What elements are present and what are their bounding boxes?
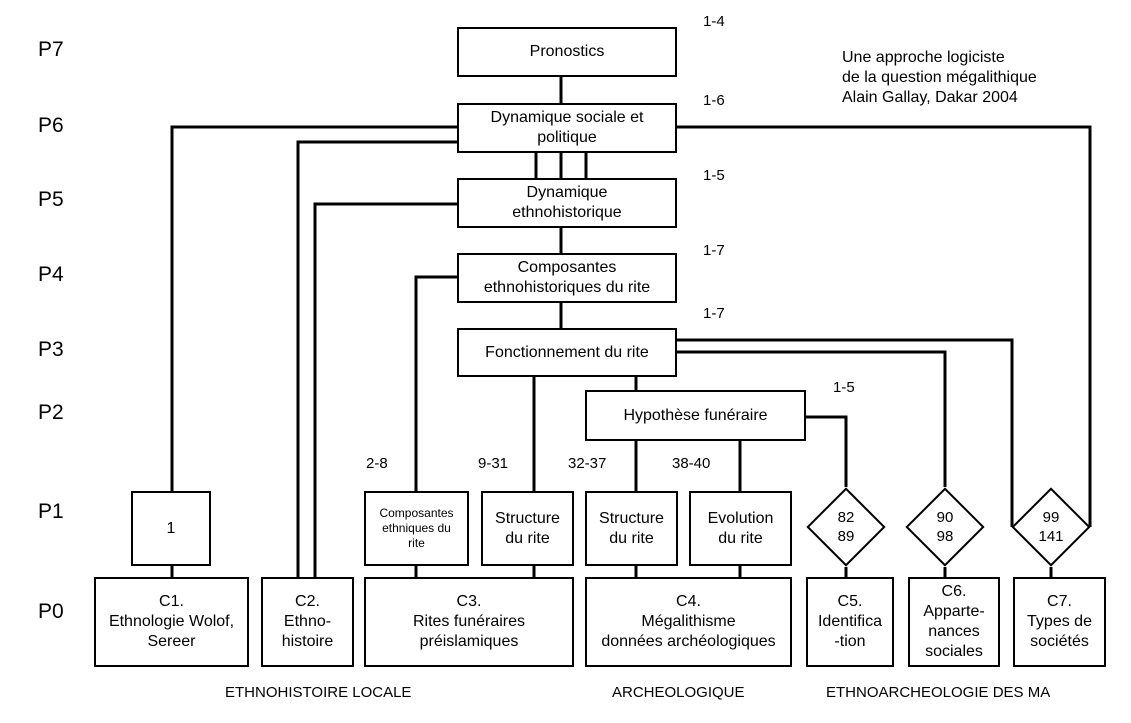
box-pronostics: Pronostics	[457, 27, 677, 77]
box-c3: C3. Rites funéraires préislamiques	[364, 577, 574, 667]
box-hypothese-funeraire: Hypothèse funéraire	[585, 390, 806, 441]
range-label-structure-c3: 9-31	[478, 455, 509, 472]
box-c4: C4. Mégalithisme données archéologiques	[585, 577, 792, 667]
level-label-p3: P3	[38, 338, 64, 361]
range-label-composantes: 2-8	[366, 455, 388, 472]
box-composantes-ethniques: Composantes ethniques du rite	[364, 491, 469, 566]
author-credit: Une approche logiciste de la question mé…	[842, 49, 1037, 106]
range-label-p7: 1-4	[703, 13, 725, 30]
range-label-structure-c4: 32-37	[568, 455, 607, 472]
level-label-p4: P4	[38, 263, 64, 286]
footer-ethnohistoire: ETHNOHISTOIRE LOCALE	[225, 684, 412, 701]
box-structure-rite-c4: Structure du rite	[585, 491, 678, 566]
box-composantes-ethnohistoriques: Composantes ethnohistoriques du rite	[457, 253, 677, 303]
box-c5: C5. Identifica -tion	[806, 577, 894, 667]
box-evolution-rite: Evolution du rite	[689, 491, 792, 566]
range-label-p2: 1-5	[833, 379, 855, 396]
box-fonctionnement: Fonctionnement du rite	[457, 328, 677, 377]
diamond-c7-label: 99 141	[1038, 509, 1064, 545]
level-label-p0: P0	[38, 600, 64, 623]
footer-archeologique: ARCHEOLOGIQUE	[612, 684, 745, 701]
range-label-p3: 1-7	[703, 305, 725, 322]
footer-ethnoarcheologie: ETHNOARCHEOLOGIE DES MA	[826, 684, 1051, 701]
box-c7: C7. Types de sociétés	[1013, 577, 1106, 667]
box-c6: C6. Apparte- nances sociales	[908, 577, 1000, 667]
range-label-p5: 1-5	[703, 167, 725, 184]
level-label-p6: P6	[38, 114, 64, 137]
level-label-p7: P7	[38, 38, 64, 61]
range-label-p4: 1-7	[703, 242, 725, 259]
level-label-p1: P1	[38, 500, 64, 523]
box-c2: C2. Ethno- histoire	[261, 577, 354, 667]
diamond-c5-label: 82 89	[837, 509, 855, 545]
box-structure-rite-c3: Structure du rite	[481, 491, 574, 566]
box-p1-one: 1	[131, 491, 211, 566]
level-label-p2: P2	[38, 401, 64, 424]
box-c1: C1. Ethnologie Wolof, Sereer	[94, 577, 249, 667]
range-label-p6: 1-6	[703, 92, 725, 109]
range-label-evolution: 38-40	[672, 455, 711, 472]
level-label-p5: P5	[38, 188, 64, 211]
box-dynamique-sociale: Dynamique sociale et politique	[457, 103, 677, 153]
diamond-c6-label: 90 98	[936, 509, 954, 545]
box-dynamique-ethnohistorique: Dynamique ethnohistorique	[457, 178, 677, 228]
